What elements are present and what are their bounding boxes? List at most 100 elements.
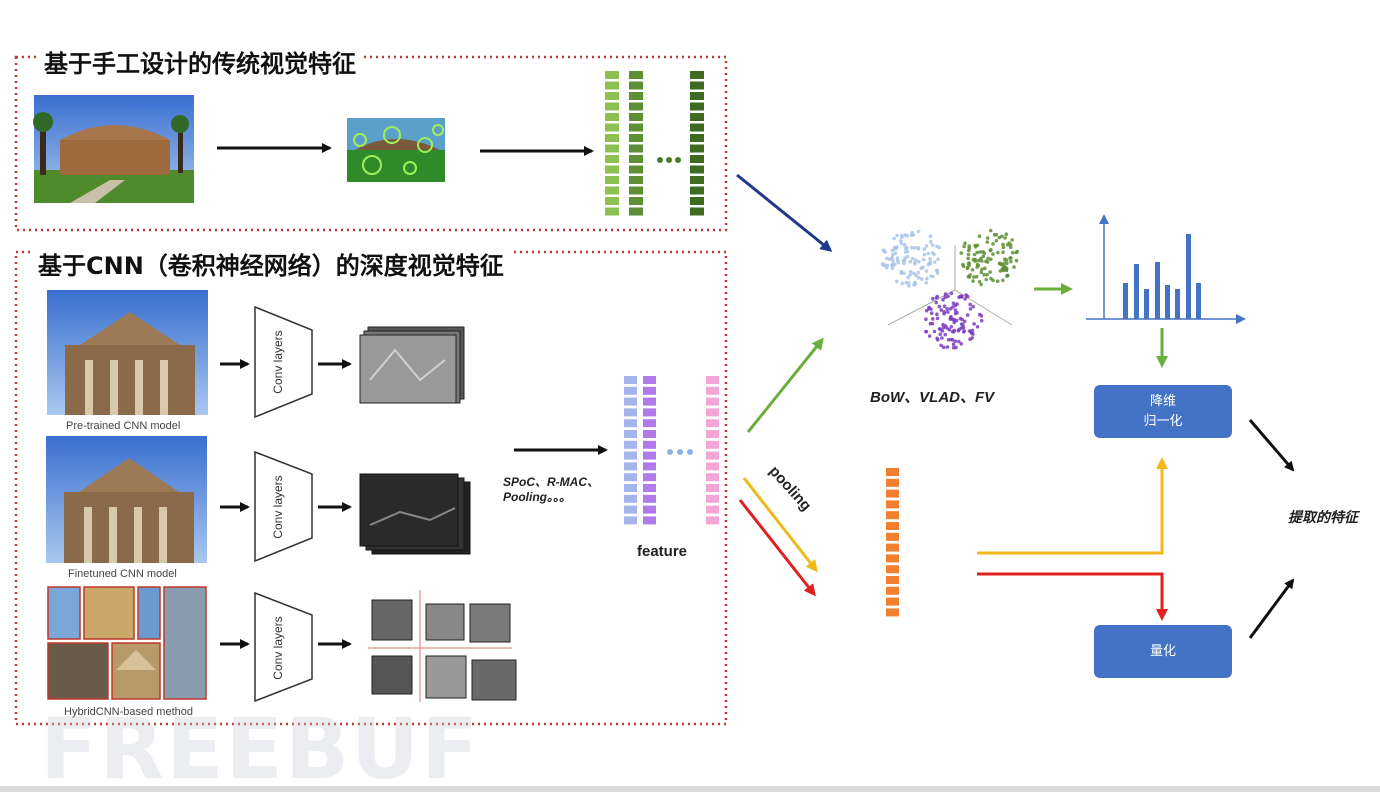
section1-title: 基于手工设计的传统视觉特征 xyxy=(38,44,362,79)
vector-cell xyxy=(624,516,637,525)
vector-cell xyxy=(886,597,899,606)
vector-cell xyxy=(690,176,704,184)
scatter-point xyxy=(959,322,964,326)
scatter-point xyxy=(895,258,900,263)
vector-cell xyxy=(605,197,619,205)
scatter-point xyxy=(1005,273,1009,278)
scatter-point xyxy=(926,251,931,256)
vector-cell xyxy=(643,386,656,395)
ellipsis-dot xyxy=(666,157,672,163)
scatter-point xyxy=(997,235,1002,240)
vector-cell xyxy=(886,468,899,476)
vector-cell xyxy=(886,543,899,552)
vector-cell xyxy=(624,505,637,514)
vector-cell xyxy=(886,478,899,487)
scatter-point xyxy=(885,263,890,268)
scatter-point xyxy=(936,257,940,262)
scatter-point xyxy=(947,327,951,332)
scatter-point xyxy=(956,328,961,333)
histogram-bar xyxy=(1134,264,1139,319)
vector-cell xyxy=(690,102,704,111)
vector-cell xyxy=(690,123,704,132)
feature-map-stack-1 xyxy=(359,326,465,404)
vector-cell xyxy=(706,408,719,417)
scatter-point xyxy=(954,345,958,350)
vector-cell xyxy=(643,494,656,503)
scatter-point xyxy=(902,242,907,247)
scatter-point xyxy=(930,317,935,321)
scatter-point xyxy=(978,250,983,254)
vector-cell xyxy=(605,155,619,163)
scatter-point xyxy=(935,312,939,317)
scatter-point xyxy=(913,246,917,250)
section1-border xyxy=(14,55,728,232)
scatter-point xyxy=(982,251,987,256)
vector-cell xyxy=(605,144,619,153)
conv-label-1: Conv layers xyxy=(271,330,285,394)
scatter-point xyxy=(945,345,950,349)
scatter-point xyxy=(991,242,995,246)
scatter-point xyxy=(996,250,1000,255)
scatter-point xyxy=(1010,238,1014,242)
conv-label-3: Conv layers xyxy=(271,616,285,680)
vector-cell xyxy=(643,451,656,460)
scatter-point xyxy=(881,262,885,266)
scatter-point xyxy=(900,233,904,238)
scatter-point xyxy=(957,339,961,344)
scatter-point xyxy=(965,313,970,317)
scatter-point xyxy=(912,271,916,276)
scatter-point xyxy=(904,245,909,250)
scatter-point xyxy=(957,295,961,300)
scatter-point xyxy=(951,301,956,306)
scatter-point xyxy=(907,283,911,288)
vector-cell xyxy=(706,505,719,514)
vector-cell xyxy=(706,473,719,482)
scatter-point xyxy=(924,329,928,334)
scatter-point xyxy=(924,269,929,273)
vector-cell xyxy=(706,430,719,438)
scatter-point xyxy=(908,273,912,277)
scatter-point xyxy=(930,274,935,279)
vector-cell xyxy=(624,430,637,438)
scatter-point xyxy=(965,294,970,299)
scatter-point xyxy=(922,247,927,251)
scatter-point xyxy=(949,291,954,296)
vector-cell xyxy=(624,408,637,417)
scatter-point xyxy=(984,259,988,264)
scatter-point xyxy=(924,281,929,285)
scatter-point xyxy=(1003,257,1007,262)
vector-cell xyxy=(706,419,719,428)
scatter-point xyxy=(963,297,967,301)
vector-cell xyxy=(690,134,704,142)
scatter-point xyxy=(972,252,977,257)
scatter-point xyxy=(962,244,966,249)
scatter-point xyxy=(928,234,933,238)
scatter-point xyxy=(962,319,967,324)
scatter-point xyxy=(976,258,981,263)
vector-cell xyxy=(690,113,704,121)
finetuned-photo xyxy=(46,436,207,563)
scatter-point xyxy=(980,267,984,272)
scatter-point xyxy=(916,245,920,250)
scatter-point xyxy=(968,273,972,277)
scatter-point xyxy=(946,337,951,342)
scatter-point xyxy=(941,297,945,302)
ellipsis-dot xyxy=(667,449,673,455)
scatter-point xyxy=(890,255,894,260)
scatter-point xyxy=(935,244,939,249)
scatter-point xyxy=(948,306,953,311)
conv-block-1 xyxy=(254,305,313,419)
scatter-point xyxy=(953,339,958,344)
scatter-point xyxy=(994,238,999,243)
reduce-line1: 降维 xyxy=(1149,393,1176,409)
vector-cell xyxy=(706,440,719,449)
vector-cell xyxy=(706,397,719,406)
bow-vlad-fv-label: BoW、VLAD、FV xyxy=(870,389,995,406)
scatter-point xyxy=(891,252,895,257)
scatter-point xyxy=(988,270,992,274)
landscape-photo xyxy=(33,95,194,203)
histogram-bar xyxy=(1144,289,1149,319)
vector-cell xyxy=(643,516,656,525)
scatter-point xyxy=(982,273,986,277)
vector-cell xyxy=(690,81,704,90)
